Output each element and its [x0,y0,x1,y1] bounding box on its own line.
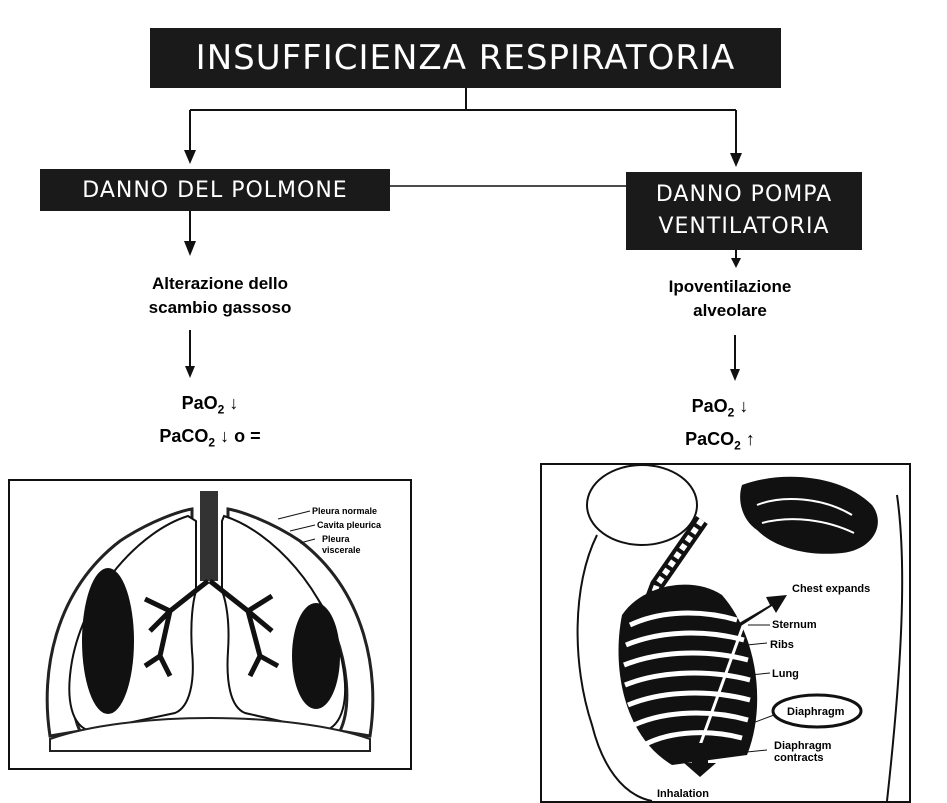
label-chest-expands: Chest expands [792,583,870,595]
front-outline [886,494,904,801]
left-gas-values: PaO2 ↓ PaCO2 ↓ o = [110,390,310,455]
arrowhead-right-2 [730,369,740,381]
label-viscerale: viscerale [322,545,361,555]
left-pleural-mass [82,568,134,714]
right-gas-values: PaO2 ↓ PaCO2 ↑ [640,393,800,458]
pump-damage-line1: DANNO POMPA [655,182,833,207]
lung-damage-box: DANNO DEL POLMONE [40,169,390,211]
arrowhead-right-1 [731,258,741,268]
brain-folds [756,498,855,534]
back-outline [576,534,653,801]
pointer-diaphragm [741,714,775,728]
diaphragm-highlight-oval [771,693,863,729]
brain-shape [740,476,878,554]
label-diaphragm-contracts-2: contracts [774,752,824,764]
left-bronchi [143,579,210,678]
inhalation-drawing: Chest expands Sternum Ribs Lung Diaphrag… [576,465,904,801]
right-pleural-mass [292,603,340,709]
label-sternum: Sternum [772,619,817,631]
label-pleura-normale: Pleura normale [312,506,377,516]
label-pointer-2 [289,524,316,532]
pump-damage-box: DANNO POMPA VENTILATORIA [626,172,862,250]
lung-drawing: Pleura normale Cavita pleurica Pleura vi… [45,491,382,752]
right-effect-line1: Ipoventilazione [668,277,792,296]
head-outline [586,465,698,546]
pointer-ribs [746,642,768,646]
left-paco2: PaCO2 ↓ o = [159,425,261,450]
right-paco2: PaCO2 ↑ [685,428,755,453]
label-inhalation: Inhalation [657,788,709,800]
label-diaphragm: Diaphragm [787,706,845,718]
arrowhead-left-1 [184,241,196,256]
trachea [200,491,218,581]
inhalation-illustration: Chest expands Sternum Ribs Lung Diaphrag… [540,463,911,803]
label-pleura: Pleura [322,534,351,544]
lung-illustration: Pleura normale Cavita pleurica Pleura vi… [8,479,412,770]
chest-expands-arrow [727,595,787,633]
arrowhead-left-box [184,150,196,164]
label-pointer-1 [277,510,311,520]
diaphragm-arrow [684,743,716,777]
left-effect-line2: scambio gassoso [148,298,292,317]
left-effect-line1: Alterazione dello [151,274,289,293]
diaphragm-base [49,717,371,752]
alveolar-hypoventilation-label: Ipoventilazione alveolare [630,275,830,323]
label-lung: Lung [772,668,799,680]
gas-exchange-alteration-label: Alterazione dello scambio gassoso [140,272,300,320]
label-cavita-pleurica: Cavita pleurica [317,520,382,530]
pump-damage-line2: VENTILATORIA [658,214,830,239]
label-pointer-3 [299,538,316,544]
label-ribs: Ribs [770,639,794,651]
arrowhead-left-2 [185,366,195,378]
right-effect-line2: alveolare [693,301,767,320]
right-bronchi [208,579,280,678]
pointer-lung [749,672,771,676]
main-title: INSUFFICIENZA RESPIRATORIA [150,28,781,88]
left-pao2: PaO2 ↓ [181,393,239,417]
arrowhead-right-box [730,153,742,167]
label-diaphragm-contracts-1: Diaphragm [774,740,832,752]
ribs [623,610,751,748]
right-pao2: PaO2 ↓ [691,396,749,420]
pointer-contracts [716,749,768,756]
